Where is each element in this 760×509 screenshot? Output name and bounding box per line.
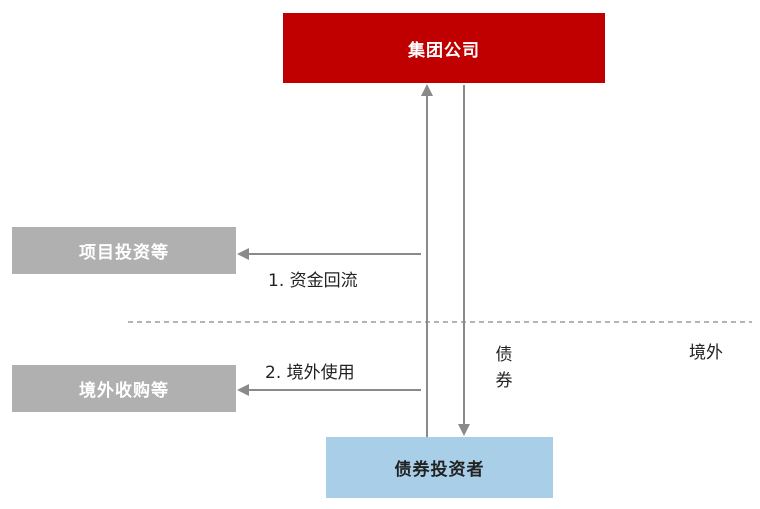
capital-return-label: 1. 资金回流 <box>268 271 358 291</box>
group-company-box: 集团公司 <box>283 13 605 83</box>
bond-investor-label: 债券投资者 <box>394 460 485 480</box>
overseas-use-label: 2. 境外使用 <box>265 363 355 383</box>
overseas-acquisition-box: 境外收购等 <box>12 365 236 412</box>
project-investment-label: 项目投资等 <box>79 243 169 263</box>
project-investment-box: 项目投资等 <box>12 227 236 274</box>
overseas-acquisition-label: 境外收购等 <box>79 381 169 401</box>
bond-investor-box: 债券投资者 <box>326 437 553 498</box>
group-company-label: 集团公司 <box>408 40 480 61</box>
overseas-region-label: 境外 <box>689 343 723 363</box>
bond-flow-label: 债券 <box>495 345 513 391</box>
